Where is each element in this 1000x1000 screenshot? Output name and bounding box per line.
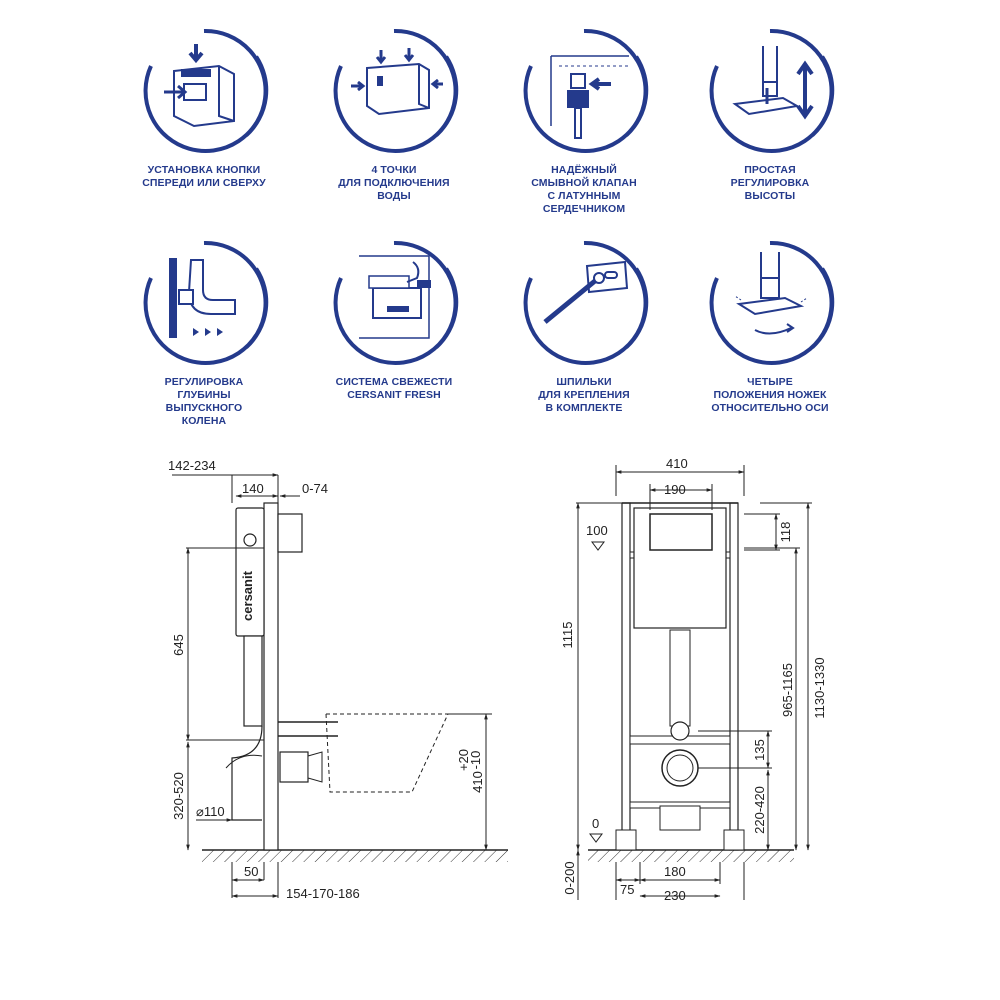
level-0: 0	[592, 816, 599, 831]
front-water-inlet	[670, 721, 690, 741]
level-100: 100	[586, 523, 608, 538]
dim-135: 135	[752, 739, 767, 761]
feature-caption: ПРОСТАЯ РЕГУЛИРОВКА ВЫСОТЫ	[730, 164, 810, 202]
dim-bottom-depth: 154-170-186	[286, 886, 360, 901]
side-bowl-outline	[325, 713, 449, 793]
feature-elbow-depth: РЕГУЛИРОВКА ГЛУБИНЫ ВЫПУСКНОГО КОЛЕНА	[104, 238, 304, 428]
dim-75: 75	[620, 882, 634, 897]
elbow-depth-icon	[143, 240, 269, 365]
dim-bowl-height: 410	[470, 771, 485, 793]
feature-caption: ШПИЛЬКИ ДЛЯ КРЕПЛЕНИЯ В КОМПЛЕКТЕ	[538, 376, 630, 414]
feature-button-install: УСТАНОВКА КНОПКИ СПЕРЕДИ ИЛИ СВЕРХУ	[104, 26, 304, 190]
dim-width-190: 190	[664, 482, 686, 497]
side-elbow	[231, 725, 263, 821]
dim-height-645: 645	[171, 634, 186, 656]
valve-icon	[523, 28, 649, 153]
push-button-icon	[143, 28, 269, 153]
dim-180: 180	[664, 864, 686, 879]
feature-fresh-system: СИСТЕМА СВЕЖЕСТИ CERSANIT FRESH	[294, 238, 494, 402]
feature-water-points: 4 ТОЧКИ ДЛЯ ПОДКЛЮЧЕНИЯ ВОДЫ	[294, 26, 494, 203]
front-view: 410 190 1115 100 0 118 965-1165 1130-133…	[560, 456, 827, 903]
front-down-pipe	[669, 629, 691, 727]
feature-caption: НАДЁЖНЫЙ СМЫВНОЙ КЛАПАН С ЛАТУННЫМ СЕРДЕ…	[531, 164, 637, 215]
dim-tolerance-plus: +20	[456, 749, 471, 771]
side-outlet	[279, 751, 309, 783]
dim-height-1130-1330: 1130-1330	[812, 657, 827, 718]
dim-220-420: 220-420	[752, 786, 767, 834]
mounting-stud-icon	[523, 240, 649, 365]
rotation-label: 360°	[762, 320, 783, 331]
feature-rotating-feet: 360° ЧЕТЫРЕ ПОЛОЖЕНИЯ НОЖЕК ОТНОСИТЕЛЬНО…	[670, 238, 870, 415]
freshness-system-icon	[333, 240, 459, 365]
feature-flush-valve: ZnCu НАДЁЖНЫЙ СМЫВНОЙ КЛАПАН С ЛАТУННЫМ …	[484, 26, 684, 216]
feature-caption: СИСТЕМА СВЕЖЕСТИ CERSANIT FRESH	[335, 376, 453, 401]
feature-caption: ЧЕТЫРЕ ПОЛОЖЕНИЯ НОЖЕК ОТНОСИТЕЛЬНО ОСИ	[711, 376, 829, 414]
side-view: cersanit 142-234 140 0-74 645 320-520 ⌀1…	[168, 458, 508, 901]
side-floor-hatch	[202, 850, 508, 862]
front-frame-right	[729, 502, 739, 851]
feature-caption: РЕГУЛИРОВКА ГЛУБИНЫ ВЫПУСКНОГО КОЛЕНА	[164, 376, 244, 427]
water-connection-icon	[333, 28, 459, 153]
side-button-plate	[277, 513, 303, 553]
feature-caption: УСТАНОВКА КНОПКИ СПЕРЕДИ ИЛИ СВЕРХУ	[142, 164, 266, 189]
dim-offset: 0-74	[302, 481, 328, 496]
feature-height-adjust: ПРОСТАЯ РЕГУЛИРОВКА ВЫСОТЫ	[670, 26, 870, 203]
front-flush-panel	[649, 513, 713, 551]
zncu-label: ZnCu	[599, 92, 632, 107]
side-down-pipe	[243, 635, 263, 727]
rotating-foot-icon	[709, 240, 835, 365]
front-frame-left	[621, 502, 631, 851]
height-adjust-icon	[709, 28, 835, 153]
brand-logo: cersanit	[240, 570, 255, 621]
front-floor-hatch	[588, 850, 794, 862]
feature-mounting-studs: 300 mm ШПИЛЬКИ ДЛЯ КРЕПЛЕНИЯ В КОМПЛЕКТЕ	[484, 238, 684, 415]
dim-foot-0-200: 0-200	[562, 861, 577, 894]
dim-tolerance-minus: -10	[468, 751, 483, 770]
dim-height-965-1165: 965-1165	[780, 663, 795, 717]
side-frame-column	[263, 502, 279, 851]
dim-depth-140: 140	[242, 481, 264, 496]
dim-height-1115: 1115	[560, 622, 575, 649]
dim-height-320-520: 320-520	[171, 772, 186, 820]
dim-top-depth: 142-234	[168, 458, 216, 473]
technical-drawing: cersanit 142-234 140 0-74 645 320-520 ⌀1…	[168, 456, 827, 903]
feature-caption: 4 ТОЧКИ ДЛЯ ПОДКЛЮЧЕНИЯ ВОДЫ	[338, 164, 450, 202]
dim-pipe-diameter: ⌀110	[196, 804, 225, 819]
dim-230: 230	[664, 888, 686, 903]
stud-length-label: 300 mm	[580, 309, 621, 321]
dim-bottom-50: 50	[244, 864, 258, 879]
dim-118: 118	[778, 522, 793, 543]
dim-width-410: 410	[666, 456, 688, 471]
